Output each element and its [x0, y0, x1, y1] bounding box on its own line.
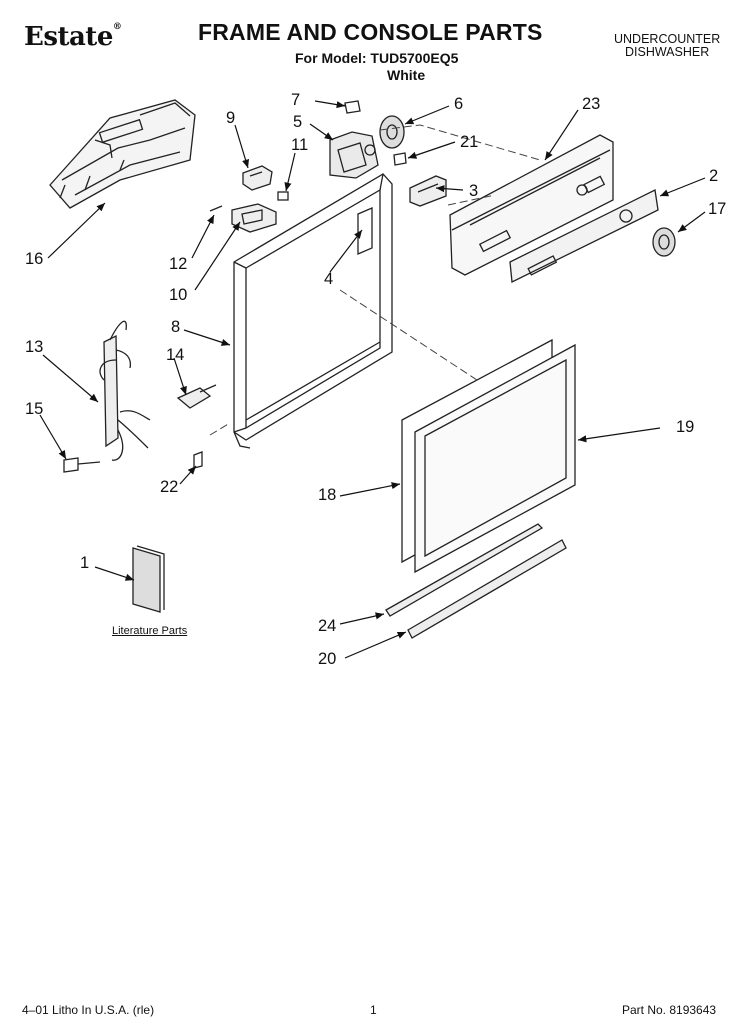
registered-mark: ® [112, 22, 122, 32]
page-title: FRAME AND CONSOLE PARTS [198, 19, 543, 45]
model-line: For Model: TUD5700EQ5 [295, 50, 459, 66]
part-13-wire-harness [99, 320, 151, 461]
callout-20: 20 [318, 650, 337, 668]
part-7-screw [339, 100, 361, 114]
literature-parts-label: Literature Parts [112, 625, 188, 637]
callout-8: 8 [171, 318, 181, 336]
callout-22: 22 [160, 478, 179, 496]
callout-24: 24 [318, 617, 337, 635]
callout-17: 17 [708, 200, 727, 218]
callout-15: 15 [25, 400, 44, 418]
part-6-dial [379, 115, 405, 149]
callout-21: 21 [460, 133, 479, 151]
part-8-door-frame [233, 173, 393, 449]
part-23-console-panel [449, 134, 614, 276]
category-line-2: DISHWASHER [624, 45, 710, 59]
part-15-screw [63, 457, 101, 473]
callout-9: 9 [226, 109, 236, 127]
callout-14: 14 [166, 346, 185, 364]
part-20-toe-strip [407, 539, 567, 639]
callout-16: 16 [25, 250, 44, 268]
part-12-pin [209, 205, 223, 212]
part-14-switch [176, 384, 217, 409]
callout-19: 19 [676, 418, 695, 436]
part-3-bracket [409, 175, 447, 207]
callout-4: 4 [324, 270, 334, 288]
category-line-1: UNDERCOUNTER [614, 32, 721, 46]
part-19-inner-panel [414, 343, 576, 574]
part-2-panel-overlay [509, 189, 659, 283]
callout-23: 23 [582, 95, 601, 113]
brand-logo: Estate® [24, 22, 122, 52]
callout-1: 1 [80, 554, 90, 572]
footer-litho: 4–01 Litho In U.S.A. (rle) [22, 1003, 155, 1017]
part-21-screw [393, 152, 407, 166]
part-1-literature [132, 545, 165, 613]
color-line: White [387, 67, 426, 83]
callout-7: 7 [291, 91, 301, 109]
part-5-switch [329, 131, 379, 179]
callout-12: 12 [169, 255, 188, 273]
part-16-console-housing [49, 99, 196, 209]
footer-page-number: 1 [370, 1003, 377, 1017]
part-10-holder [231, 203, 277, 233]
footer-part-number: Part No. 8193643 [622, 1003, 717, 1017]
callout-2: 2 [709, 167, 719, 185]
part-17-knob [652, 227, 676, 257]
callout-13: 13 [25, 338, 44, 356]
part-24-trim-strip [385, 523, 544, 617]
part-22-clip [193, 451, 203, 469]
callout-10: 10 [169, 286, 188, 304]
callout-3: 3 [469, 182, 479, 200]
appliance-category: UNDERCOUNTER DISHWASHER [614, 33, 720, 59]
callout-5: 5 [293, 113, 303, 131]
callout-11: 11 [291, 136, 309, 154]
part-9-bracket [242, 165, 273, 191]
part-11-clip [277, 191, 289, 201]
callout-18: 18 [318, 486, 337, 504]
callout-6: 6 [454, 95, 464, 113]
